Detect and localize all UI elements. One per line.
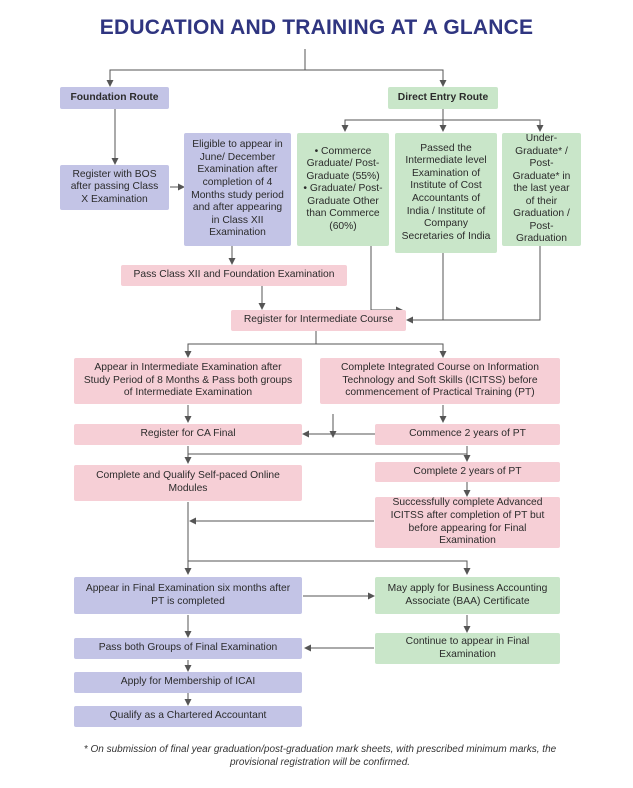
passed-intermediate-text: Passed the Intermediate level Examinatio… [401, 142, 491, 242]
appear-intermediate-text: Appear in Intermediate Examination after… [83, 362, 293, 399]
icitss-text: Complete Integrated Course on Informatio… [340, 362, 540, 399]
page-title: EDUCATION AND TRAINING AT A GLANCE [99, 16, 534, 39]
complete-pt-box: Complete 2 years of PT [375, 462, 560, 482]
membership-text: Apply for Membership of ICAI [120, 676, 256, 688]
register-bos-box: Register with BOS after passing Class X … [60, 165, 169, 210]
commerce-criteria-2: • Graduate/ Post-Graduate Other than Com… [303, 183, 383, 232]
register-intermediate-box: Register for Intermediate Course [231, 310, 406, 331]
advanced-icitss-box: Successfully complete Advanced ICITSS af… [375, 497, 560, 548]
footnote: * On submission of final year graduation… [83, 744, 557, 768]
foundation-route-text: Foundation Route [70, 91, 159, 103]
commerce-graduate-box: • Commerce Graduate/ Post-Graduate (55%)… [297, 133, 389, 246]
eligible-text: Eligible to appear in June/ December Exa… [191, 139, 284, 239]
foundation-route-label: Foundation Route [60, 87, 169, 109]
qualify-ca-text: Qualify as a Chartered Accountant [109, 710, 267, 722]
icitss-box: Complete Integrated Course on Informatio… [320, 358, 560, 404]
self-paced-modules-box: Complete and Qualify Self-paced Online M… [74, 465, 302, 501]
baa-certificate-text: May apply for Business Accounting Associ… [387, 582, 548, 607]
register-ca-final-text: Register for CA Final [140, 428, 236, 440]
commerce-criteria-1: • Commerce Graduate/ Post-Graduate (55%) [306, 145, 380, 182]
continue-final-text: Continue to appear in Final Examination [405, 635, 530, 660]
direct-entry-route-label: Direct Entry Route [388, 87, 498, 109]
direct-entry-route-text: Direct Entry Route [397, 91, 489, 103]
advanced-icitss-text: Successfully complete Advanced ICITSS af… [390, 497, 545, 547]
qualify-ca-box: Qualify as a Chartered Accountant [74, 706, 302, 727]
baa-certificate-box: May apply for Business Accounting Associ… [375, 577, 560, 614]
undergraduate-text: Under-Graduate* / Post-Graduate* in the … [512, 133, 571, 245]
register-bos-text: Register with BOS after passing Class X … [70, 168, 159, 205]
continue-final-box: Continue to appear in Final Examination [375, 633, 560, 664]
appear-final-box: Appear in Final Examination six months a… [74, 577, 302, 614]
commence-pt-text: Commence 2 years of PT [409, 428, 526, 440]
appear-intermediate-box: Appear in Intermediate Examination after… [74, 358, 302, 404]
pass-final-box: Pass both Groups of Final Examination [74, 638, 302, 659]
pass-final-text: Pass both Groups of Final Examination [98, 642, 278, 654]
register-intermediate-text: Register for Intermediate Course [243, 314, 394, 326]
complete-pt-text: Complete 2 years of PT [413, 465, 522, 477]
pass-class-xii-text: Pass Class XII and Foundation Examinatio… [133, 269, 335, 281]
membership-box: Apply for Membership of ICAI [74, 672, 302, 693]
commence-pt-box: Commence 2 years of PT [375, 424, 560, 445]
register-ca-final-box: Register for CA Final [74, 424, 302, 445]
passed-intermediate-box: Passed the Intermediate level Examinatio… [395, 133, 497, 253]
appear-final-text: Appear in Final Examination six months a… [85, 582, 291, 607]
undergraduate-box: Under-Graduate* / Post-Graduate* in the … [502, 133, 581, 246]
eligible-box: Eligible to appear in June/ December Exa… [184, 133, 291, 246]
pass-class-xii-box: Pass Class XII and Foundation Examinatio… [121, 265, 347, 286]
self-paced-modules-text: Complete and Qualify Self-paced Online M… [96, 470, 280, 494]
